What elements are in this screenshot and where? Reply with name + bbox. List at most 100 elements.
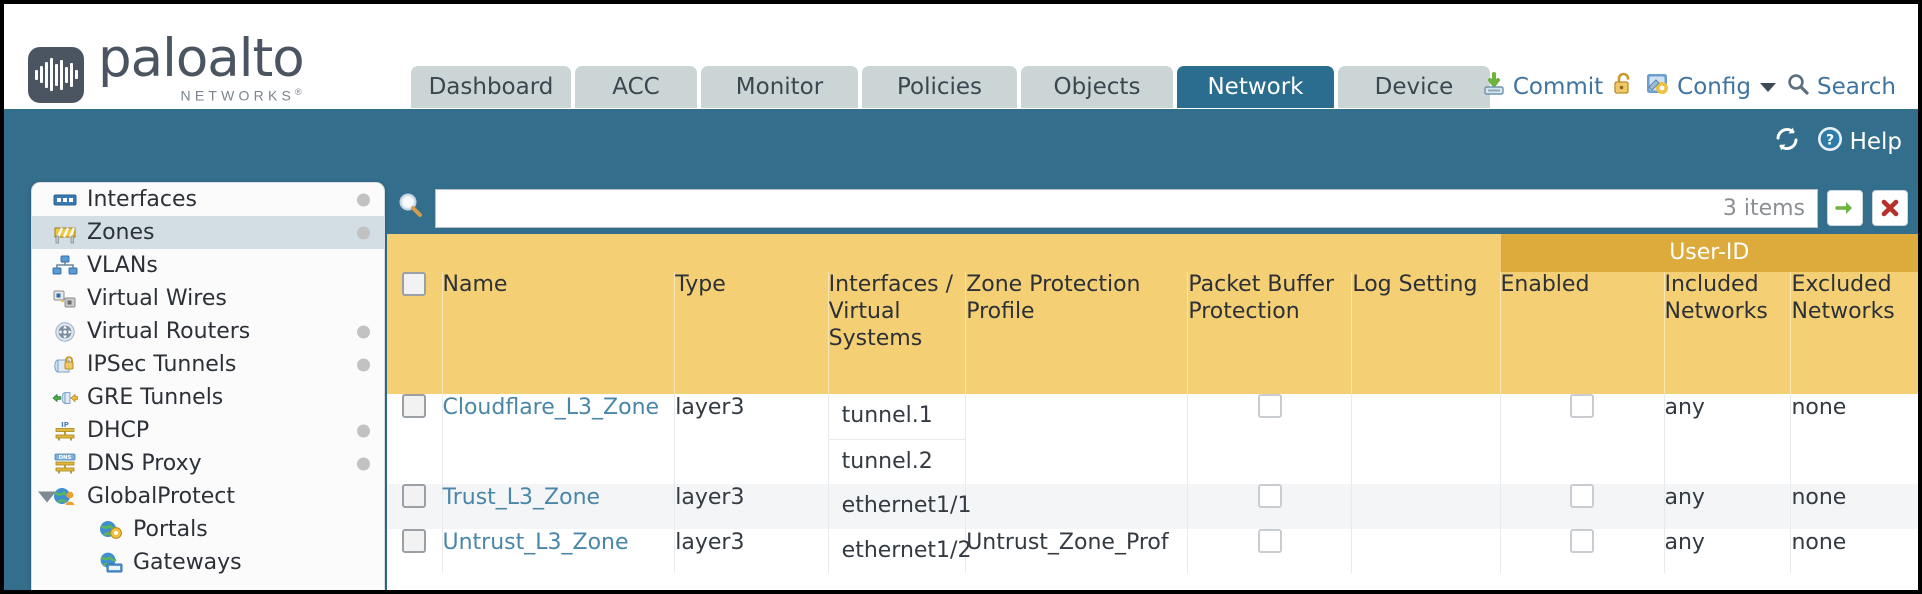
row-select-cell: [387, 394, 442, 485]
sidebar-item-dns-proxy[interactable]: DNS DNS Proxy: [32, 447, 384, 480]
row-select-checkbox[interactable]: [402, 394, 427, 418]
search-label: Search: [1816, 74, 1896, 100]
column-header-select[interactable]: [387, 272, 442, 394]
sidebar-item-interfaces[interactable]: Interfaces: [32, 183, 384, 216]
column-header-label: Type: [675, 272, 726, 297]
column-header-label: Packet Buffer Protection: [1188, 272, 1335, 324]
tab-objects[interactable]: Objects: [1021, 66, 1173, 108]
globalprotect-icon: [52, 486, 78, 508]
interfaces-icon: [52, 189, 78, 211]
sidebar-item-label: Zones: [87, 220, 155, 245]
search-input-wrapper[interactable]: 3 items: [435, 188, 1818, 228]
userid-enabled-checkbox[interactable]: [1570, 394, 1594, 418]
search-filter-icon[interactable]: [395, 190, 427, 227]
sidebar-item-gre-tunnels[interactable]: GRE Tunnels: [32, 381, 384, 414]
help-button[interactable]: ? Help: [1816, 125, 1902, 159]
column-header-logset[interactable]: Log Setting: [1351, 272, 1501, 394]
userid-enabled-checkbox[interactable]: [1570, 528, 1594, 553]
refresh-icon[interactable]: [1772, 125, 1802, 159]
packet-buffer-protection-cell: [1187, 528, 1352, 574]
column-header-type[interactable]: Type: [674, 272, 829, 394]
packet-buffer-protection-cell: [1187, 484, 1352, 529]
tab-device[interactable]: Device: [1338, 66, 1490, 108]
sidebar-item-indicator-dot: [357, 226, 370, 239]
packet-buffer-protection-checkbox[interactable]: [1257, 484, 1282, 509]
zone-type-cell: layer3: [674, 528, 829, 574]
brand-logo[interactable]: paloalto NETWORKS®: [28, 32, 305, 104]
sidebar-item-label: Virtual Routers: [87, 319, 251, 344]
lock-button[interactable]: [1612, 71, 1636, 103]
row-select-checkbox[interactable]: [402, 484, 427, 509]
dns-proxy-icon: DNS: [52, 453, 78, 475]
sidebar-item-virtual-wires[interactable]: Virtual Wires: [32, 282, 384, 315]
userid-enabled-cell: [1499, 484, 1664, 529]
zone-name-cell: Untrust_L3_Zone: [441, 528, 675, 574]
sidebar-item-ipsec-tunnels[interactable]: IPSec Tunnels: [32, 348, 384, 381]
column-header-name[interactable]: Name: [441, 272, 675, 394]
tab-monitor[interactable]: Monitor: [701, 66, 858, 108]
zone-interfaces-cell: ethernet1/2: [827, 528, 972, 574]
column-header-zpp[interactable]: Zone Protection Profile: [965, 272, 1188, 394]
zone-name-link[interactable]: Trust_L3_Zone: [442, 485, 601, 511]
network-sidebar: Interfaces Zones VLANs Virtual Wi: [31, 182, 385, 590]
userid-enabled-checkbox[interactable]: [1570, 484, 1594, 509]
interface-entry: ethernet1/2: [841, 537, 972, 563]
ipsec-tunnels-icon: [52, 354, 78, 376]
packet-buffer-protection-checkbox[interactable]: [1257, 528, 1282, 553]
column-header-excnet[interactable]: Excluded Networks: [1790, 272, 1918, 394]
sidebar-item-label: DHCP: [87, 418, 150, 443]
interface-entry: tunnel.2: [828, 438, 966, 485]
config-menu[interactable]: Config: [1645, 71, 1776, 103]
column-header-ifaces[interactable]: Interfaces / Virtual Systems: [827, 272, 966, 394]
magnifier-icon: [1785, 71, 1811, 103]
apply-filter-button[interactable]: [1827, 190, 1863, 226]
commit-button[interactable]: Commit: [1481, 71, 1603, 103]
tab-dashboard[interactable]: Dashboard: [411, 66, 571, 108]
column-header-pbp[interactable]: Packet Buffer Protection: [1187, 272, 1352, 394]
sidebar-item-label: DNS Proxy: [87, 451, 202, 476]
gre-tunnels-icon: [52, 387, 78, 409]
zone-protection-profile-cell: [965, 484, 1188, 529]
zone-name-link[interactable]: Untrust_L3_Zone: [442, 529, 629, 555]
zone-name-link[interactable]: Cloudflare_L3_Zone: [442, 395, 660, 420]
column-header-label: Interfaces / Virtual Systems: [828, 272, 954, 351]
tab-network[interactable]: Network: [1177, 66, 1334, 108]
chevron-down-icon: [1759, 82, 1776, 92]
tab-policies[interactable]: Policies: [862, 66, 1017, 108]
sidebar-item-dhcp[interactable]: IP DHCP: [32, 414, 384, 447]
collapse-triangle-icon[interactable]: [38, 491, 56, 502]
sidebar-item-portals[interactable]: Portals: [32, 513, 384, 546]
column-header-label: Excluded Networks: [1791, 272, 1895, 324]
logo-waveform-bars: [34, 58, 78, 92]
main-nav-tabs: Dashboard ACC Monitor Policies Objects Networ…: [411, 66, 1494, 108]
clear-filter-button[interactable]: [1872, 190, 1908, 226]
sidebar-item-gateways[interactable]: Gateways: [32, 546, 384, 579]
help-question-icon: ?: [1816, 125, 1844, 159]
sidebar-item-label: Gateways: [133, 550, 242, 575]
row-select-checkbox[interactable]: [402, 528, 427, 553]
brand-tagline: NETWORKS®: [180, 87, 302, 104]
sidebar-item-virtual-routers[interactable]: Virtual Routers: [32, 315, 384, 348]
sidebar-item-vlans[interactable]: VLANs: [32, 249, 384, 282]
sidebar-item-zones[interactable]: Zones: [32, 216, 384, 249]
select-all-checkbox[interactable]: [402, 272, 427, 296]
column-header-label: Enabled: [1500, 272, 1590, 297]
search-button[interactable]: Search: [1785, 71, 1896, 103]
sidebar-item-globalprotect[interactable]: GlobalProtect: [32, 480, 384, 513]
included-networks-cell: any: [1663, 484, 1791, 529]
packet-buffer-protection-checkbox[interactable]: [1257, 394, 1282, 418]
sidebar-item-indicator-dot: [357, 424, 370, 437]
tab-label: Policies: [896, 74, 983, 100]
tab-label: Objects: [1053, 74, 1141, 100]
tab-label: ACC: [612, 74, 660, 100]
tab-acc[interactable]: ACC: [575, 66, 697, 108]
unlocked-padlock-icon: [1612, 71, 1636, 103]
sidebar-item-indicator-dot: [357, 325, 370, 338]
column-header-enabled[interactable]: Enabled: [1499, 272, 1664, 394]
column-header-incnet[interactable]: Included Networks: [1663, 272, 1791, 394]
